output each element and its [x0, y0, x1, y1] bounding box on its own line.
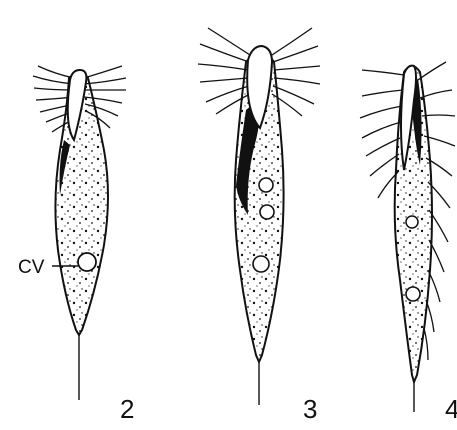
organism-4-vacuole-1	[406, 216, 418, 228]
panel-number-4: 4	[445, 394, 457, 424]
organism-4-vacuole-2	[406, 287, 420, 301]
organism-3-vacuole-2	[260, 205, 274, 219]
organism-4	[360, 62, 455, 412]
organism-2-body	[55, 73, 108, 335]
organism-3-vacuole-1	[259, 178, 273, 192]
organism-2-contractile-vacuole	[78, 253, 96, 271]
organism-3-vacuole-3	[253, 256, 269, 272]
panel-number-2: 2	[120, 394, 134, 424]
label-cv: CV	[18, 257, 45, 278]
panel-number-3: 3	[303, 394, 317, 424]
organism-3	[198, 28, 320, 405]
organism-2	[33, 66, 126, 400]
